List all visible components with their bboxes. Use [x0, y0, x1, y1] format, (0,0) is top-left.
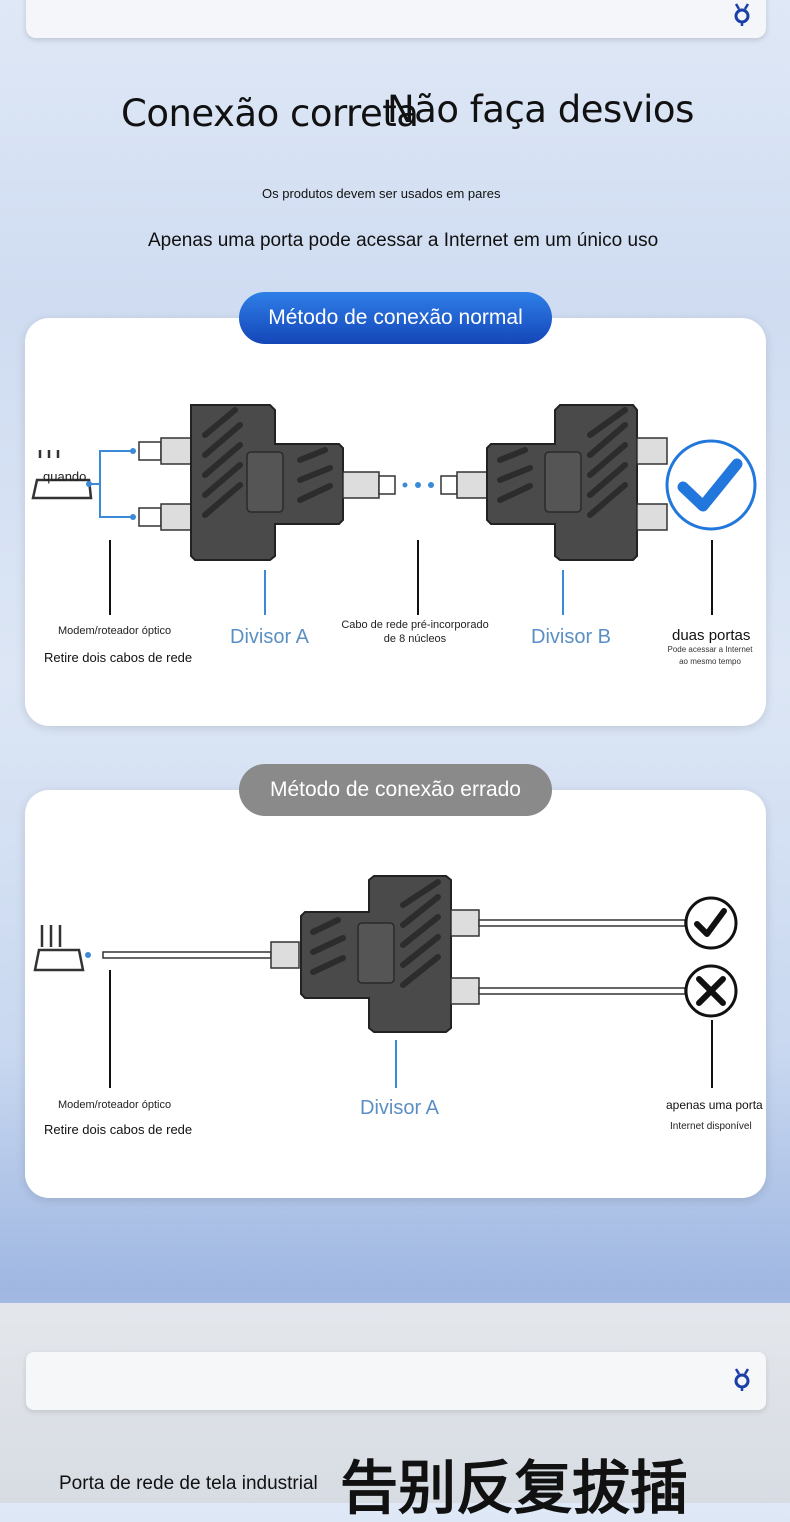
brand-logo-icon	[734, 3, 750, 26]
two-ports-sub: Pode acessar a Internet ao mesmo tempo	[667, 645, 753, 666]
brand-logo-icon	[734, 1368, 750, 1391]
single-port-note: Apenas uma porta pode acessar a Internet…	[148, 230, 659, 251]
wrong-connection-pill: Método de conexão errado	[239, 764, 552, 816]
check-circle-icon	[665, 439, 757, 531]
normal-router-label: Retire dois cabos de rede	[44, 650, 193, 665]
one-port-label: apenas uma porta	[666, 1098, 763, 1112]
cross-circle-icon	[684, 964, 738, 1018]
one-port-sub: Internet disponível	[670, 1121, 752, 1132]
normal-connection-pill: Método de conexão normal	[239, 292, 552, 344]
footer-big-text: 告别反复拔插	[340, 1454, 689, 1522]
router-icon	[33, 925, 85, 972]
splitter-a-icon	[270, 875, 686, 1033]
cable-label: Cabo de rede pré-incorporado de 8 núcleo…	[341, 619, 489, 645]
bottom-banner-bar	[26, 1352, 766, 1410]
headline-right: Não faça desvios	[387, 88, 694, 131]
wrong-router-label-small: Modem/roteador óptico	[58, 1099, 172, 1111]
normal-divider-b-label: Divisor B	[531, 626, 612, 648]
wrong-connection-diagram	[33, 875, 738, 1088]
splitter-b-icon	[440, 404, 668, 561]
router-icon	[31, 450, 93, 500]
top-banner-bar	[26, 0, 766, 38]
footer-caption: Porta de rede de tela industrial	[59, 1473, 318, 1494]
normal-connection-diagram	[31, 404, 757, 615]
pairs-note: Os produtos devem ser usados em pares	[262, 186, 501, 201]
wrong-divider-a-label: Divisor A	[360, 1097, 439, 1119]
check-circle-icon	[684, 896, 738, 950]
splitter-a-icon	[138, 404, 396, 561]
router-text: quando	[43, 469, 87, 484]
normal-router-label-small: Modem/roteador óptico	[58, 625, 172, 637]
headline-left: Conexão correta	[121, 92, 419, 135]
two-ports-label: duas portas	[672, 627, 751, 644]
wrong-router-label: Retire dois cabos de rede	[44, 1122, 193, 1137]
normal-divider-a-label: Divisor A	[230, 626, 309, 648]
